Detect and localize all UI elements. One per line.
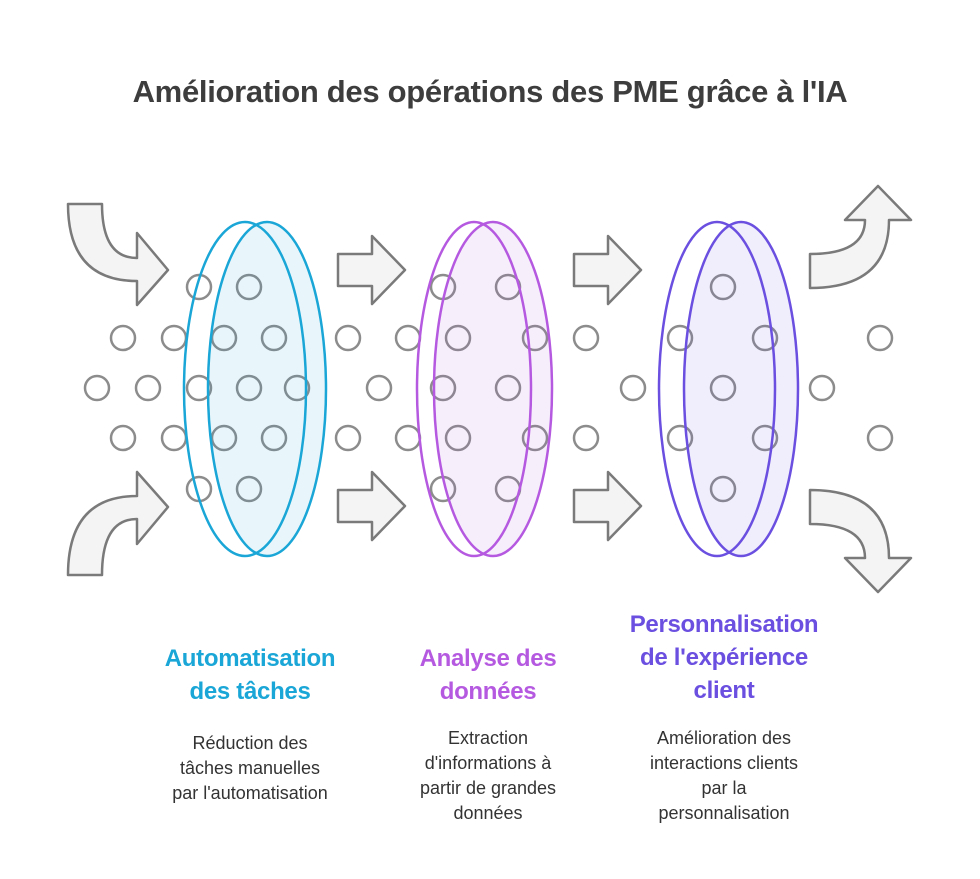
- arrow-right-1-bottom-icon: [336, 470, 407, 542]
- data-dot: [444, 424, 472, 452]
- stage-ring-1: [182, 220, 328, 558]
- curved-arrow-in-top-icon: [66, 202, 170, 307]
- arrow-right-2-bottom-icon: [572, 470, 643, 542]
- data-dot: [572, 424, 600, 452]
- data-dot: [572, 324, 600, 352]
- data-dot: [709, 273, 737, 301]
- arrow-right-1-top-icon: [336, 234, 407, 306]
- data-dot: [235, 475, 263, 503]
- stage-1-description: Réduction des tâches manuelles par l'aut…: [172, 733, 328, 803]
- stage-2-description: Extraction d'informations à partir de gr…: [419, 728, 557, 823]
- curved-arrow-in-bottom-icon: [66, 470, 170, 577]
- data-dot: [394, 324, 422, 352]
- stage-1-title: Automatisation des tâches: [164, 645, 336, 705]
- data-dot: [494, 374, 522, 402]
- data-dot: [365, 374, 393, 402]
- data-dot: [429, 374, 457, 402]
- data-dot: [334, 324, 362, 352]
- flow-diagram: [66, 184, 913, 594]
- arrow-right-2-top-icon: [572, 234, 643, 306]
- data-dot: [666, 324, 694, 352]
- data-dot: [109, 424, 137, 452]
- data-dot: [444, 324, 472, 352]
- data-dot: [619, 374, 647, 402]
- data-dot: [334, 424, 362, 452]
- data-dot: [283, 374, 311, 402]
- data-dot: [235, 374, 263, 402]
- data-dot: [185, 374, 213, 402]
- stage-ring-3: [657, 220, 800, 558]
- diagram-title: Amélioration des opérations des PME grâc…: [132, 74, 848, 109]
- data-dot: [210, 424, 238, 452]
- data-dot: [866, 324, 894, 352]
- data-dot: [709, 374, 737, 402]
- data-dot: [109, 324, 137, 352]
- data-dot: [260, 324, 288, 352]
- stage-3-description: Amélioration des interactions clients pa…: [649, 728, 799, 823]
- data-dot: [83, 374, 111, 402]
- data-dot: [866, 424, 894, 452]
- data-dot: [808, 374, 836, 402]
- data-dot: [160, 324, 188, 352]
- data-dot: [521, 324, 549, 352]
- curved-arrow-out-top-icon: [808, 184, 913, 290]
- data-dot: [521, 424, 549, 452]
- stage-3-title: Personnalisation de l'expérience client: [629, 611, 819, 704]
- data-dot: [709, 475, 737, 503]
- data-dot: [394, 424, 422, 452]
- data-dot: [185, 273, 213, 301]
- curved-arrow-out-bottom-icon: [808, 488, 913, 594]
- data-dot: [751, 424, 779, 452]
- stage-ring-2: [415, 220, 554, 558]
- data-dot: [160, 424, 188, 452]
- data-dot: [751, 324, 779, 352]
- stage-2-title: Analyse des données: [419, 645, 557, 705]
- data-dot: [666, 424, 694, 452]
- data-dot: [134, 374, 162, 402]
- data-dot: [210, 324, 238, 352]
- data-dots: [83, 273, 894, 503]
- data-dot: [235, 273, 263, 301]
- data-dot: [260, 424, 288, 452]
